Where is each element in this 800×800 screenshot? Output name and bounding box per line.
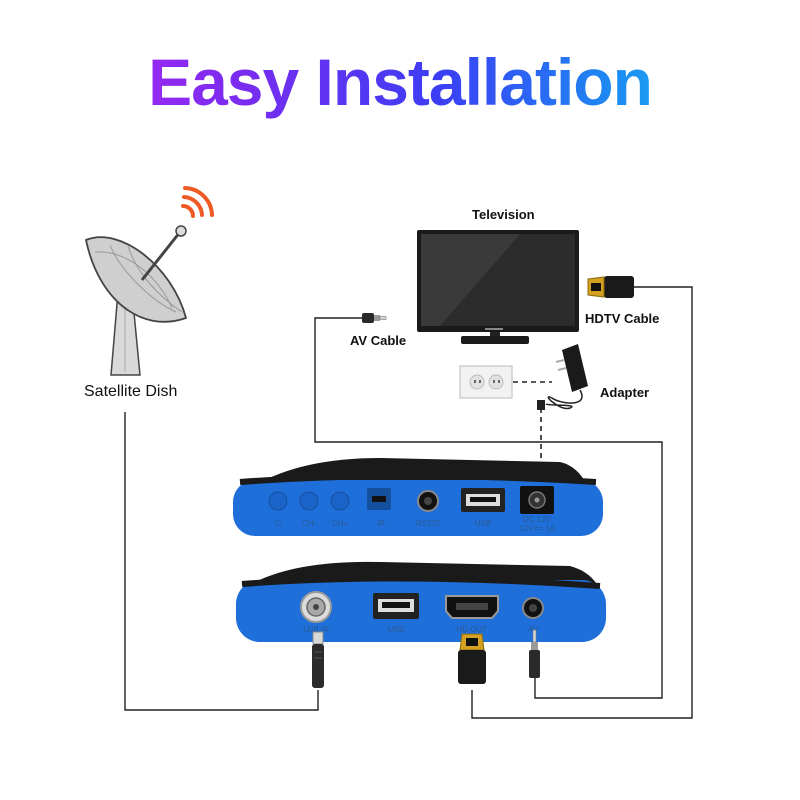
av-cable-label: AV Cable (350, 333, 407, 348)
front-port-label: CH- (302, 519, 317, 528)
power-icon: ⏻ (275, 519, 282, 528)
line-hdtv-cable (471, 286, 693, 719)
coax-plug-icon (312, 631, 324, 688)
television-icon (417, 230, 579, 344)
front-port-label: CH+ (332, 519, 349, 528)
satellite-dish-label: Satellite Dish (84, 383, 178, 400)
hdtv-cable-label: HDTV Cable (585, 311, 660, 326)
back-port-label: HD OUT (457, 625, 488, 634)
signal-waves-icon (181, 186, 214, 218)
back-port-label: LNB IN (303, 625, 329, 634)
wall-outlet-icon (459, 365, 513, 399)
front-port-label: IR (377, 519, 385, 528)
line-dish-to-lnb (124, 412, 319, 711)
front-port-label: 12V== 1A (519, 524, 555, 533)
hdmi-plug-box-icon (458, 633, 486, 684)
back-port-label: AV (528, 625, 539, 634)
front-port-label: USB (475, 519, 491, 528)
connection-lines (124, 286, 693, 719)
av-plug-box-icon (529, 629, 540, 678)
adapter-label: Adapter (600, 385, 650, 400)
front-port-label: DC 12V (523, 515, 552, 524)
line-av-cable (314, 317, 663, 699)
power-adapter-icon (537, 344, 588, 410)
back-port-label: USB (388, 625, 404, 634)
dashed-power-lines (513, 381, 552, 483)
front-port-label: RS232 (416, 519, 441, 528)
hdmi-plug-tv-icon (587, 276, 634, 298)
television-label: Television (472, 207, 535, 222)
satellite-dish-icon (84, 225, 188, 376)
av-plug-tv-icon (362, 313, 387, 323)
page-title: Easy Installation (0, 44, 800, 120)
receiver-back-panel: LNB IN USB HD OUT AV (236, 561, 606, 642)
receiver-front-panel: ⏻ CH- CH+ IR RS232 USB DC 12V 12V== 1A (233, 458, 603, 536)
